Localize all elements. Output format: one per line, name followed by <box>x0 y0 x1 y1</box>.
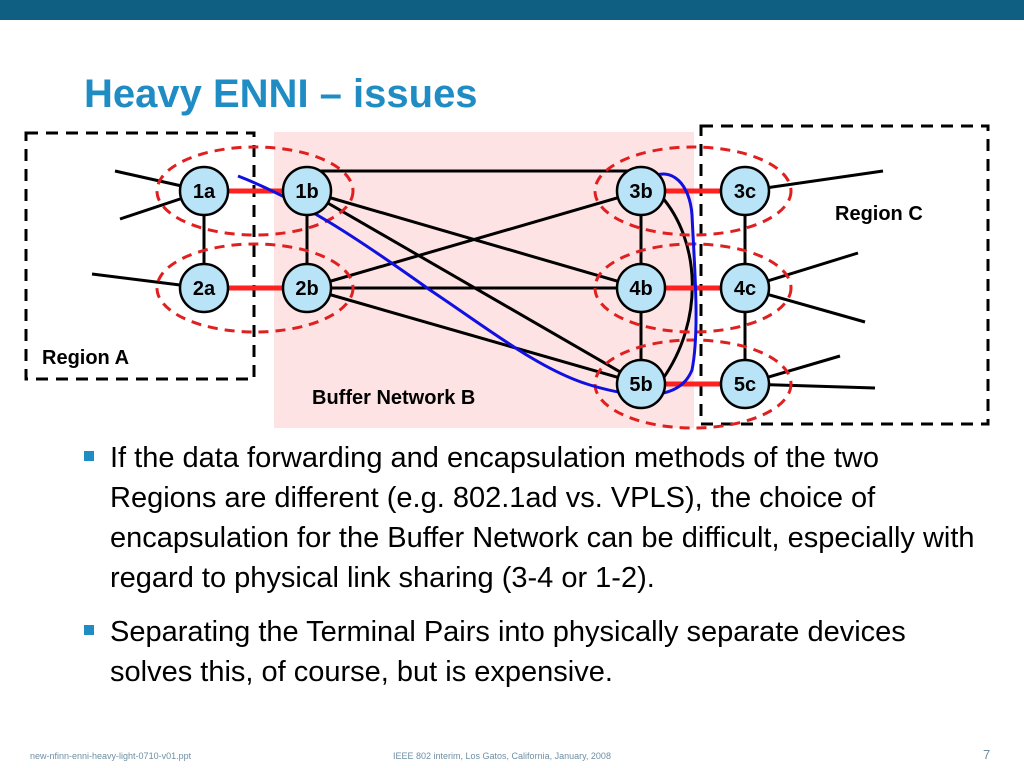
node-3b-label: 3b <box>629 181 652 203</box>
node-5b <box>615 358 667 410</box>
node-1a <box>178 165 230 217</box>
footer-filename: new-nfinn-enni-heavy-light-0710-v01.ppt <box>30 751 192 761</box>
region-a-label: Region A <box>42 347 129 369</box>
bullet-item: Separating the Terminal Pairs into physi… <box>84 612 984 692</box>
region-c-label: Region C <box>835 203 923 225</box>
bullet-item: If the data forwarding and encapsulation… <box>84 438 984 598</box>
page-number: 7 <box>983 747 991 762</box>
node-5b-label: 5b <box>629 374 652 396</box>
node-2a-label: 2a <box>193 278 216 300</box>
node-1a-label: 1a <box>193 181 216 203</box>
node-4c-label: 4c <box>734 278 756 300</box>
node-2b <box>281 262 333 314</box>
internal-links <box>202 169 747 386</box>
node-3c <box>719 165 771 217</box>
bullet-text: If the data forwarding and encapsulation… <box>110 442 975 594</box>
footer-event: IEEE 802 interim, Los Gatos, California,… <box>393 751 611 761</box>
bullet-list: If the data forwarding and encapsulation… <box>84 438 984 706</box>
node-2b-label: 2b <box>295 278 318 300</box>
bullet-square-icon <box>84 625 94 635</box>
node-1b <box>281 165 333 217</box>
top-banner <box>0 0 1024 20</box>
node-4b <box>615 262 667 314</box>
bullet-text: Separating the Terminal Pairs into physi… <box>110 616 906 688</box>
region-c-box <box>699 124 990 426</box>
node-4c <box>719 262 771 314</box>
node-4b-label: 4b <box>629 278 652 300</box>
node-3b <box>615 165 667 217</box>
node-1b-label: 1b <box>295 181 318 203</box>
node-5c-label: 5c <box>734 374 756 396</box>
region-a-box <box>24 131 256 381</box>
bullet-square-icon <box>84 451 94 461</box>
node-3c-label: 3c <box>734 181 756 203</box>
node-2a <box>178 262 230 314</box>
nodes <box>178 165 771 410</box>
node-5c <box>719 358 771 410</box>
buffer-network-label: Buffer Network B <box>312 387 475 409</box>
slide-title: Heavy ENNI – issues <box>84 72 478 116</box>
